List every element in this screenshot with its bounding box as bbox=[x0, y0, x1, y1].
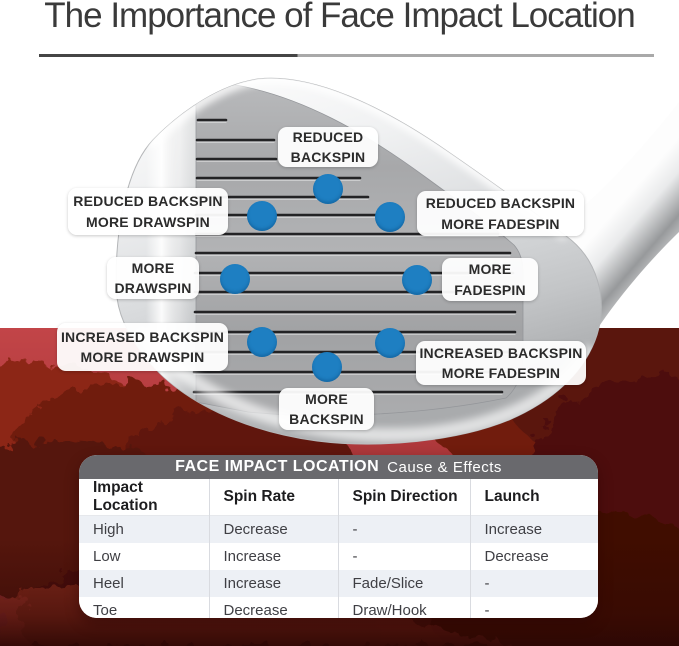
label-reduced-backspin: REDUCED BACKSPIN bbox=[278, 127, 378, 167]
label-reduced-backspin-more-drawspin: REDUCED BACKSPIN MORE DRAWSPIN bbox=[68, 188, 228, 235]
table-cell: Decrease bbox=[208, 515, 338, 543]
label-more-drawspin: MORE DRAWSPIN bbox=[107, 257, 199, 299]
table-cell: Decrease bbox=[469, 543, 598, 570]
label-line: FADESPIN bbox=[454, 281, 526, 298]
impact-dot-low-heel bbox=[247, 327, 277, 357]
table-cell: Increase bbox=[208, 570, 338, 597]
label-line: MORE FADESPIN bbox=[441, 215, 560, 232]
label-line: MORE DRAWSPIN bbox=[86, 213, 210, 230]
impact-dot-high-toe bbox=[375, 202, 405, 232]
label-line: BACKSPIN bbox=[289, 411, 364, 427]
column-header: Launch bbox=[469, 479, 598, 516]
impact-dot-low-toe bbox=[375, 328, 405, 358]
label-line: MORE bbox=[468, 261, 512, 278]
table-cell: Increase bbox=[469, 515, 598, 543]
table-cell: - bbox=[469, 570, 598, 597]
page-title: The Importance of Face Impact Location bbox=[44, 0, 635, 35]
label-line: MORE bbox=[305, 390, 348, 407]
table-row: High Decrease - Increase bbox=[79, 515, 598, 543]
table-cell: Fade/Slice bbox=[337, 570, 470, 597]
table-cell: Heel bbox=[93, 575, 124, 592]
table-cell: - bbox=[337, 515, 470, 543]
column-header: Impact Location bbox=[93, 479, 158, 514]
label-reduced-backspin-more-fadespin: REDUCED BACKSPIN MORE FADESPIN bbox=[417, 191, 584, 236]
label-line: INCREASED BACKSPIN bbox=[60, 328, 225, 345]
label-line: MORE DRAWSPIN bbox=[80, 349, 205, 365]
table-column-header-row: Impact Location Spin Rate Spin Direction… bbox=[79, 479, 598, 516]
column-header: Spin Rate bbox=[208, 479, 338, 516]
table-row: Low Increase - Decrease bbox=[79, 543, 598, 570]
table-cell: Toe bbox=[93, 602, 118, 618]
table-cell: Draw/Hook bbox=[337, 597, 470, 618]
impact-dot-center-heel bbox=[220, 264, 250, 294]
cause-effects-card: FACE IMPACT LOCATION Cause & Effects Imp… bbox=[79, 455, 598, 618]
column-header: Spin Direction bbox=[337, 479, 470, 516]
cause-effects-table: Impact Location Spin Rate Spin Direction… bbox=[79, 479, 598, 618]
table-header-band: FACE IMPACT LOCATION Cause & Effects bbox=[79, 455, 598, 479]
table-cell: - bbox=[337, 543, 470, 570]
label-line: REDUCED BACKSPIN bbox=[425, 195, 576, 212]
label-increased-backspin-more-drawspin: INCREASED BACKSPIN MORE DRAWSPIN bbox=[57, 323, 228, 371]
label-more-backspin: MORE BACKSPIN bbox=[279, 388, 374, 430]
table-row: Toe Decrease Draw/Hook - bbox=[79, 597, 598, 618]
label-line: INCREASED BACKSPIN bbox=[419, 344, 583, 361]
table-cell: High bbox=[93, 521, 124, 538]
table-cell: Low bbox=[93, 548, 121, 565]
label-more-fadespin: MORE FADESPIN bbox=[442, 258, 538, 301]
label-line: MORE bbox=[131, 259, 175, 276]
table-cell: Decrease bbox=[208, 597, 338, 618]
label-line: MORE FADESPIN bbox=[441, 365, 561, 381]
impact-dot-high-heel bbox=[247, 201, 277, 231]
table-subtitle: Cause & Effects bbox=[387, 458, 502, 476]
table-title: FACE IMPACT LOCATION bbox=[175, 458, 380, 475]
impact-dot-low-center bbox=[312, 352, 342, 382]
table-cell: Increase bbox=[208, 543, 338, 570]
label-line: REDUCED BACKSPIN bbox=[73, 193, 223, 210]
table-row: Heel Increase Fade/Slice - bbox=[79, 570, 598, 597]
label-line: REDUCED bbox=[292, 128, 364, 145]
impact-dot-center-toe bbox=[402, 265, 432, 295]
label-line: DRAWSPIN bbox=[114, 280, 192, 296]
label-increased-backspin-more-fadespin: INCREASED BACKSPIN MORE FADESPIN bbox=[416, 341, 586, 385]
title-divider bbox=[39, 54, 654, 57]
impact-dot-high-center bbox=[313, 174, 343, 204]
label-line: BACKSPIN bbox=[290, 149, 366, 165]
sole-highlight bbox=[132, 325, 598, 442]
table-cell: - bbox=[469, 597, 598, 618]
